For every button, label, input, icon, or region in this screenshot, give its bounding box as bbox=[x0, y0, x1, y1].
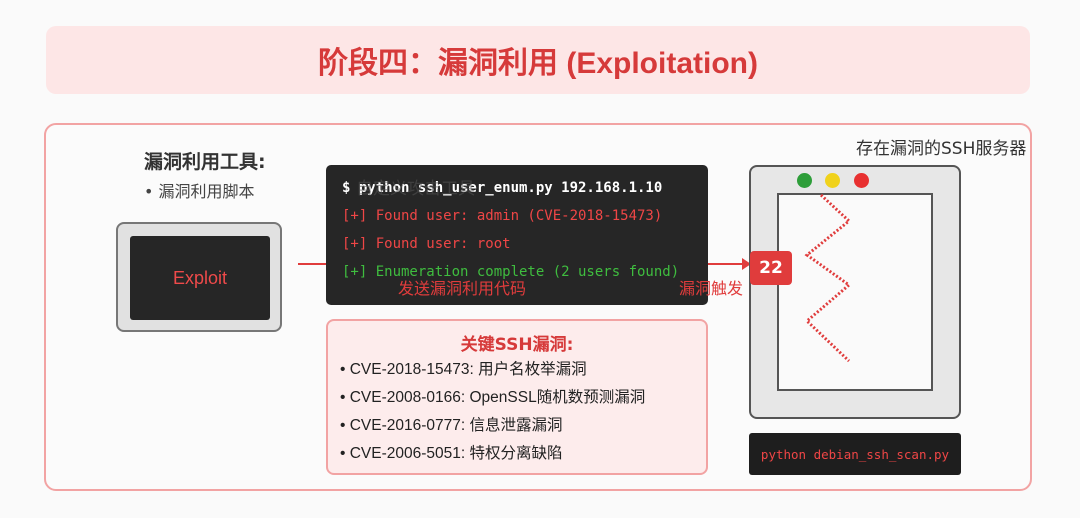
red-dot-icon bbox=[854, 173, 869, 188]
ssh-port-badge: 22 bbox=[750, 251, 792, 285]
terminal-window: $ python ssh_user_enum.py 192.168.1.10 [… bbox=[326, 165, 708, 305]
green-dot-icon bbox=[797, 173, 812, 188]
lightning-zigzag-icon bbox=[804, 193, 852, 363]
send-exploit-label: 发送漏洞利用代码 bbox=[398, 279, 527, 298]
server-label: 存在漏洞的SSH服务器 bbox=[856, 139, 1027, 159]
tools-item: • 漏洞利用脚本 bbox=[144, 182, 255, 201]
scan-command-text: python debian_ssh_scan.py bbox=[760, 446, 950, 462]
terminal-output-line: [+] Found user: admin (CVE-2018-15473) bbox=[342, 208, 663, 224]
page-title: 阶段四：漏洞利用 (Exploitation) bbox=[318, 47, 758, 80]
arrow-head-icon bbox=[742, 258, 751, 270]
exploit-to-terminal-arrow bbox=[298, 263, 328, 265]
terminal-to-server-arrow bbox=[708, 263, 746, 265]
exploit-screen: Exploit bbox=[130, 236, 270, 320]
scan-command-box: python debian_ssh_scan.py bbox=[749, 433, 961, 475]
vulnerability-list: • CVE-2018-15473: 用户名枚举漏洞 • CVE-2008-016… bbox=[340, 360, 645, 472]
tools-heading: 漏洞利用工具: bbox=[144, 151, 266, 173]
exploit-label: Exploit bbox=[172, 267, 228, 288]
vulnerability-item: • CVE-2016-0777: 信息泄露漏洞 bbox=[340, 417, 563, 434]
vulnerability-item: • CVE-2008-0166: OpenSSL随机数预测漏洞 bbox=[340, 389, 646, 406]
vulnerability-item: • CVE-2018-15473: 用户名枚举漏洞 bbox=[340, 361, 587, 378]
terminal-output-line: [+] Found user: root bbox=[342, 236, 511, 252]
terminal-command-line: $ python ssh_user_enum.py 192.168.1.10 bbox=[342, 180, 663, 196]
vulnerability-box bbox=[326, 319, 708, 475]
title-banner: 阶段四：漏洞利用 (Exploitation) bbox=[46, 26, 1030, 94]
vulnerability-heading: 关键SSH漏洞: bbox=[460, 335, 574, 355]
server-screen bbox=[777, 193, 933, 391]
vulnerability-item: • CVE-2006-5051: 特权分离缺陷 bbox=[340, 445, 563, 462]
terminal-output-line: [+] Enumeration complete (2 users found) bbox=[342, 264, 680, 280]
yellow-dot-icon bbox=[825, 173, 840, 188]
trigger-label: 漏洞触发 bbox=[679, 279, 744, 298]
terminal-overlay-title: 自定义攻击工具 bbox=[356, 179, 475, 199]
